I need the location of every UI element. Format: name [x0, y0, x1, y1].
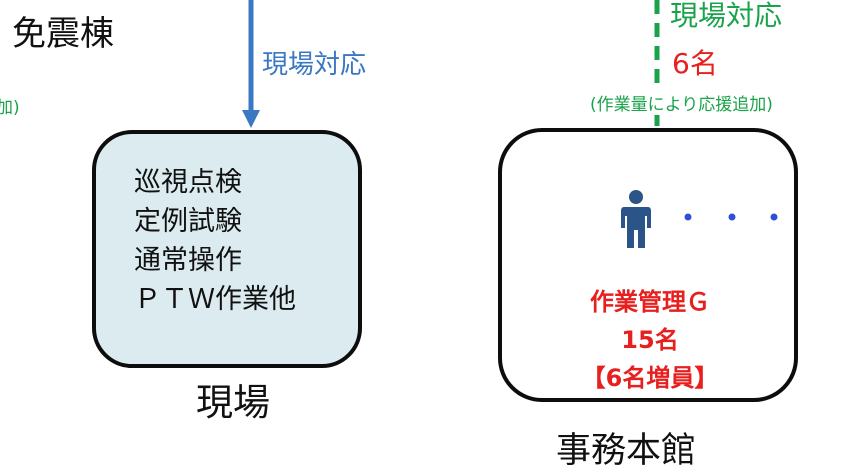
team-count: 15名 [621, 326, 679, 354]
office-box [498, 128, 798, 402]
task-item: ＰＴＷ作業他 [134, 284, 296, 315]
ellipsis-dot [770, 213, 778, 221]
site-name: 現場 [196, 381, 270, 424]
team-name: 作業管理Ｇ [590, 288, 710, 316]
task-item: 定例試験 [134, 206, 242, 237]
team-note: 【6名増員】 [581, 364, 719, 392]
office-name: 事務本館 [556, 431, 697, 471]
task-item: 巡視点検 [134, 167, 242, 198]
task-item: 通常操作 [134, 245, 242, 276]
arrow-label: 現場対応 [262, 50, 367, 80]
partial-note: 加) [0, 98, 20, 118]
person-icon [621, 190, 778, 248]
ellipsis-dot [684, 213, 692, 221]
building-label-menshin: 免震棟 [12, 14, 114, 54]
site-box [92, 130, 362, 368]
right-label: 現場対応 [670, 0, 783, 32]
right-note: (作業量により応援追加) [590, 90, 773, 115]
right-count: 6名 [672, 47, 718, 80]
ellipsis-dot [728, 213, 736, 221]
down-arrow [242, 0, 260, 128]
